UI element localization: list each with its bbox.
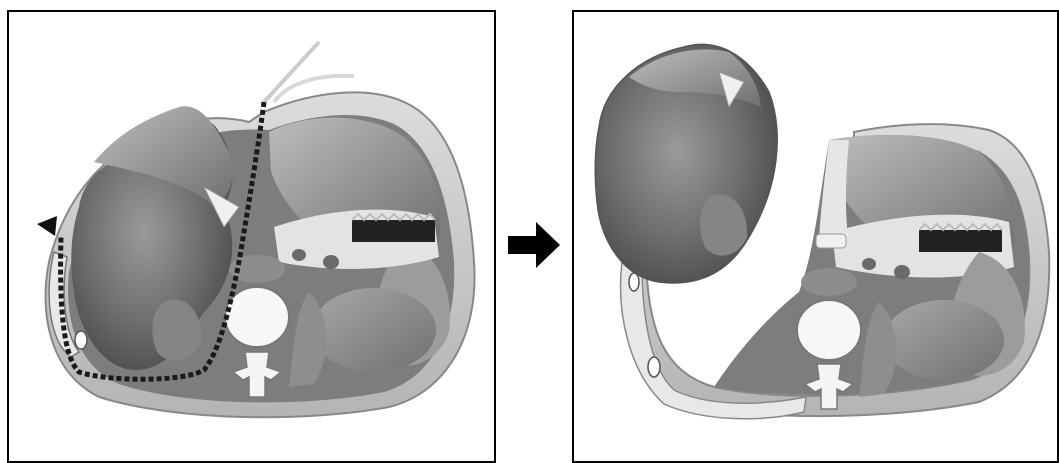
resected-liver — [595, 44, 777, 283]
retractor-1 — [264, 42, 319, 102]
bowel-dark — [352, 220, 435, 242]
aorta — [801, 268, 857, 296]
vertebral-body — [797, 300, 861, 360]
after-panel — [572, 10, 1059, 463]
left-kidney — [884, 300, 1004, 380]
before-panel — [7, 10, 496, 463]
vessel-right — [323, 255, 339, 269]
rib-cross-section — [75, 331, 87, 349]
rib-cross-section-upper — [629, 273, 639, 291]
vessel-left — [862, 258, 876, 270]
vessel-right — [894, 265, 910, 279]
cut-edge — [819, 140, 849, 247]
after-illustration — [574, 12, 1057, 461]
left-kidney — [312, 288, 436, 372]
incision-arrowhead — [37, 216, 57, 236]
before-illustration — [9, 12, 494, 461]
vessel-left — [292, 249, 306, 261]
cut-stump — [816, 234, 846, 248]
rib-cross-section — [648, 357, 660, 377]
vertebral-body — [225, 287, 289, 347]
right-arrow-icon — [506, 220, 562, 270]
bowel-dark — [919, 230, 1002, 252]
